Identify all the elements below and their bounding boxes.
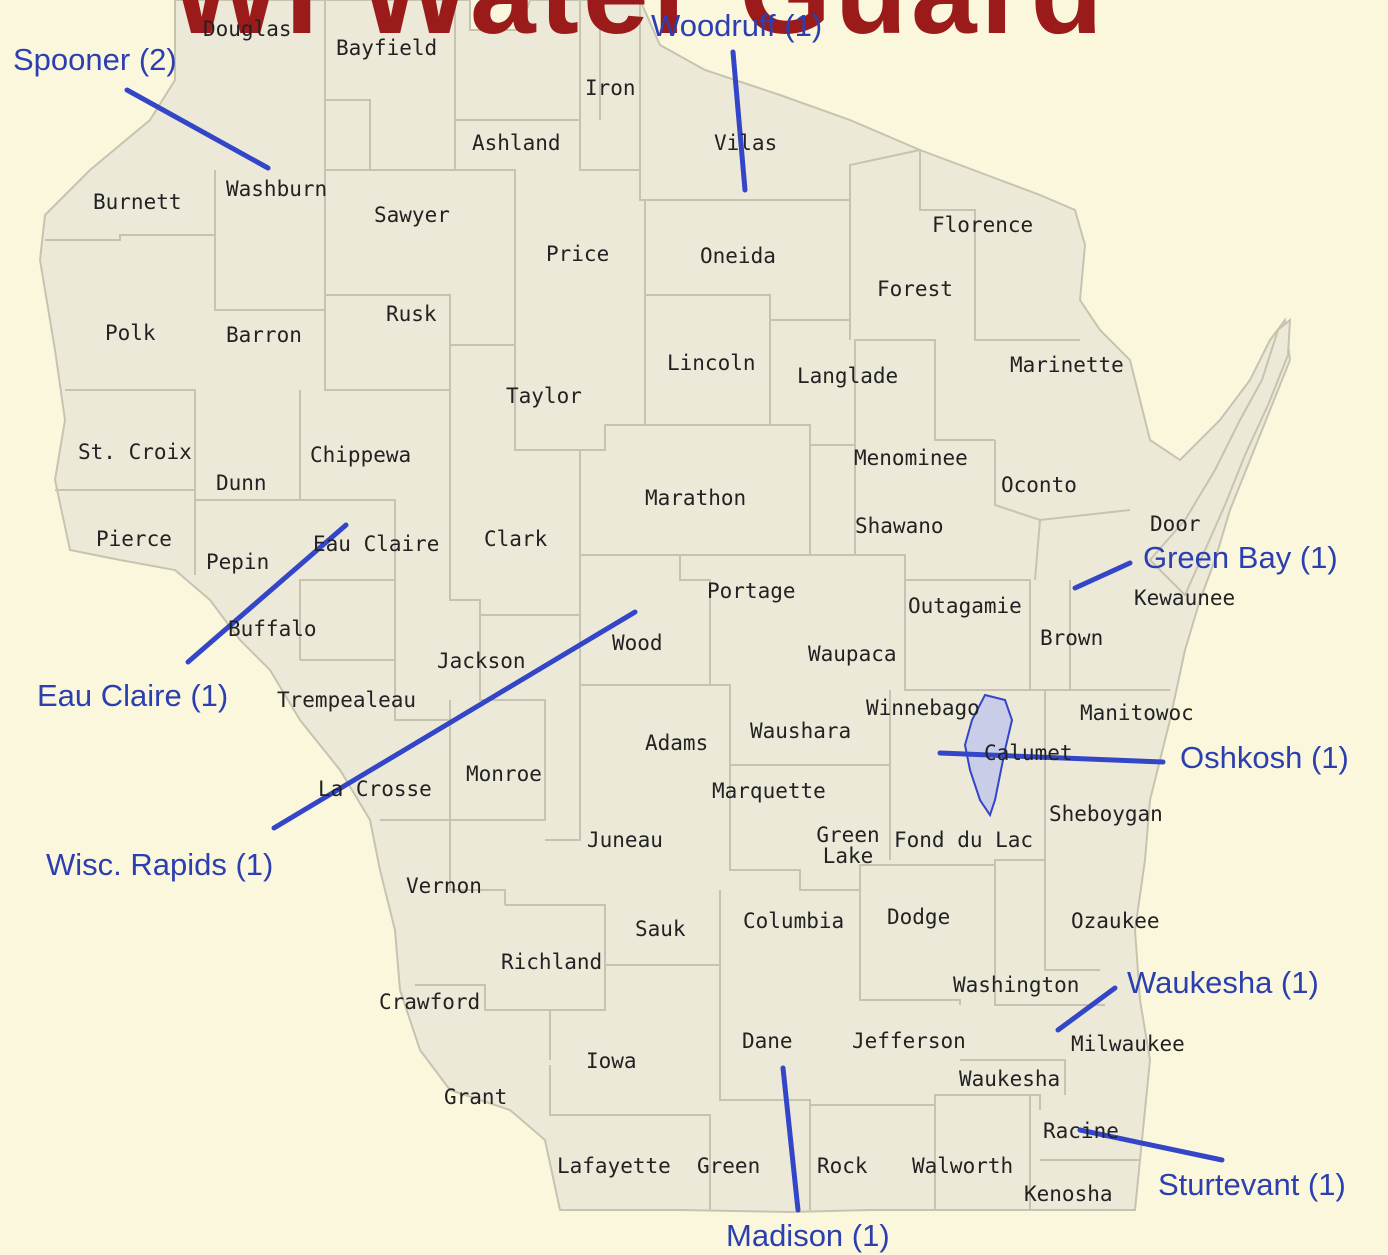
leader-woodruff xyxy=(730,49,748,193)
state-outline xyxy=(38,0,1292,1214)
county-label-vernon: Vernon xyxy=(406,874,482,898)
city-label-waukesha: Waukesha (1) xyxy=(1127,965,1319,1000)
county-label-polk: Polk xyxy=(105,321,156,345)
county-label-forest: Forest xyxy=(877,277,953,301)
county-label-pierce: Pierce xyxy=(96,527,172,551)
city-label-sturtevant: Sturtevant (1) xyxy=(1158,1167,1346,1202)
county-label-walworth: Walworth xyxy=(912,1154,1014,1178)
county-label-milwaukee: Milwaukee xyxy=(1071,1032,1185,1056)
county-label-douglas: Douglas xyxy=(203,17,292,41)
county-label-clark: Clark xyxy=(484,527,548,551)
city-label-greenbay: Green Bay (1) xyxy=(1143,540,1338,575)
county-label-portage: Portage xyxy=(707,579,796,603)
county-label-ozaukee: Ozaukee xyxy=(1071,909,1160,933)
county-label-richland: Richland xyxy=(501,950,603,974)
county-label-stcroix: St. Croix xyxy=(78,440,192,464)
leader-greenbay xyxy=(1072,560,1133,591)
county-label-pepin: Pepin xyxy=(206,550,270,574)
county-label-trempealeau: Trempealeau xyxy=(277,688,417,712)
county-label-price: Price xyxy=(546,242,610,266)
county-label-dodge: Dodge xyxy=(887,905,951,929)
leader-waukesha xyxy=(1055,985,1118,1033)
county-label-iron: Iron xyxy=(585,76,636,100)
page-title: WI Water Guard xyxy=(170,0,1170,48)
county-borders xyxy=(45,0,1170,1210)
county-label-oneida: Oneida xyxy=(700,244,776,268)
county-label-manitowoc: Manitowoc xyxy=(1080,701,1194,725)
county-label-sheboygan: Sheboygan xyxy=(1049,802,1163,826)
county-label-barron: Barron xyxy=(226,323,302,347)
county-label-buffalo: Buffalo xyxy=(228,617,317,641)
county-label-grant: Grant xyxy=(444,1085,508,1109)
county-label-winnebago: Winnebago xyxy=(866,696,980,720)
county-label-menominee: Menominee xyxy=(854,446,968,470)
county-label-dunn: Dunn xyxy=(216,471,267,495)
county-label-washburn: Washburn xyxy=(226,177,328,201)
county-label-marinette: Marinette xyxy=(1010,353,1124,377)
county-label-chippewa: Chippewa xyxy=(310,443,412,467)
county-label-rusk: Rusk xyxy=(386,302,437,326)
county-label-lafayette: Lafayette xyxy=(557,1154,671,1178)
county-label-eauclaire: Eau Claire xyxy=(313,532,440,556)
leader-madison xyxy=(780,1065,801,1213)
county-label-fonddulac: Fond du Lac xyxy=(894,828,1034,852)
county-label-dane: Dane xyxy=(742,1029,793,1053)
county-label-bayfield: Bayfield xyxy=(336,36,438,60)
county-label-kewaunee: Kewaunee xyxy=(1134,586,1236,610)
county-label-florence: Florence xyxy=(932,213,1034,237)
county-label-racine: Racine xyxy=(1043,1119,1119,1143)
county-label-green: Green xyxy=(697,1154,761,1178)
leader-oshkosh xyxy=(937,750,1166,765)
county-label-jackson: Jackson xyxy=(437,649,526,673)
door-peninsula xyxy=(1148,317,1292,597)
county-label-langlade: Langlade xyxy=(797,364,899,388)
county-label-marquette: Marquette xyxy=(712,779,826,803)
county-label-iowa: Iowa xyxy=(586,1049,637,1073)
county-label-oconto: Oconto xyxy=(1001,473,1077,497)
county-label-washington: Washington xyxy=(953,973,1080,997)
county-label-door: Door xyxy=(1150,512,1201,536)
county-label-vilas: Vilas xyxy=(714,131,778,155)
city-label-woodruff: Woodruff (1) xyxy=(651,8,823,43)
county-label-marathon: Marathon xyxy=(645,486,747,510)
county-label-ashland: Ashland xyxy=(472,131,561,155)
county-label-greenlake: Green Lake xyxy=(816,823,880,868)
county-label-kenosha: Kenosha xyxy=(1024,1182,1113,1206)
county-label-adams: Adams xyxy=(645,731,709,755)
leader-wiscrapids xyxy=(271,609,638,831)
leader-sturtevant xyxy=(1077,1127,1225,1163)
county-label-sauk: Sauk xyxy=(635,917,686,941)
city-label-oshkosh: Oshkosh (1) xyxy=(1180,740,1349,775)
leader-spooner xyxy=(124,87,271,171)
leader-lines xyxy=(124,49,1225,1213)
county-label-waukesha: Waukesha xyxy=(959,1067,1061,1091)
county-label-juneau: Juneau xyxy=(587,828,663,852)
county-label-shawano: Shawano xyxy=(855,514,944,538)
county-label-lacrosse: La Crosse xyxy=(318,777,432,801)
city-label-madison: Madison (1) xyxy=(726,1218,890,1253)
county-label-columbia: Columbia xyxy=(743,909,845,933)
county-label-taylor: Taylor xyxy=(506,384,582,408)
county-label-waushara: Waushara xyxy=(750,719,852,743)
county-label-monroe: Monroe xyxy=(466,762,542,786)
county-label-burnett: Burnett xyxy=(93,190,182,214)
county-label-wood: Wood xyxy=(612,631,663,655)
county-label-sawyer: Sawyer xyxy=(374,203,450,227)
county-label-jefferson: Jefferson xyxy=(852,1029,966,1053)
county-label-brown: Brown xyxy=(1040,626,1104,650)
leader-eauclaire xyxy=(185,522,349,665)
county-label-lincoln: Lincoln xyxy=(667,351,756,375)
county-label-crawford: Crawford xyxy=(379,990,481,1014)
city-label-spooner: Spooner (2) xyxy=(13,42,177,77)
county-label-calumet: Calumet xyxy=(984,741,1073,765)
city-label-wiscrapids: Wisc. Rapids (1) xyxy=(46,847,274,882)
county-label-outagamie: Outagamie xyxy=(908,594,1022,618)
city-label-eauclaire: Eau Claire (1) xyxy=(37,678,229,713)
county-label-rock: Rock xyxy=(817,1154,868,1178)
county-label-waupaca: Waupaca xyxy=(808,642,897,666)
